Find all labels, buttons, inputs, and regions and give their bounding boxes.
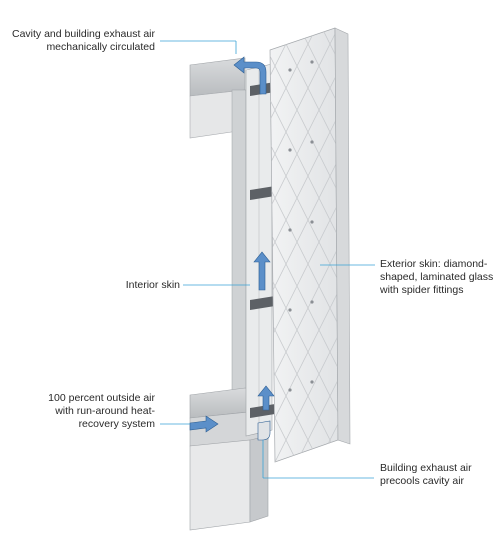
label-cavity-exhaust: Cavity and building exhaust air mechanic…	[12, 28, 155, 54]
up-arrow-low	[257, 385, 275, 411]
label-line: recovery system	[78, 418, 155, 430]
label-interior-skin: Interior skin	[126, 279, 180, 292]
up-arrow-mid	[253, 251, 271, 291]
label-line: shaped, laminated glass	[380, 271, 494, 283]
exhaust-return-arrow	[257, 420, 271, 441]
label-line: mechanically circulated	[46, 41, 155, 53]
label-outside-air: 100 percent outside air with run-around …	[48, 392, 155, 431]
label-line: Cavity and building exhaust air	[11, 28, 155, 40]
label-line: with spider fittings	[380, 284, 464, 296]
exhaust-arrow-top	[233, 56, 267, 95]
airflow-arrows	[189, 56, 275, 441]
label-building-exhaust: Building exhaust air precools cavity air	[380, 462, 472, 488]
label-line: with run-around heat-	[55, 405, 155, 417]
label-line: Exterior skin: diamond-	[380, 258, 488, 270]
interior-skin	[245, 63, 273, 437]
label-exterior-skin: Exterior skin: diamond- shaped, laminate…	[380, 258, 493, 297]
exterior-skin	[269, 27, 351, 463]
label-line: precools cavity air	[380, 475, 465, 487]
label-line: 100 percent outside air	[48, 392, 155, 404]
leader-lines	[160, 40, 375, 479]
label-line: Interior skin	[125, 279, 180, 291]
intake-arrow	[189, 415, 219, 433]
label-line: Building exhaust air	[380, 462, 472, 474]
